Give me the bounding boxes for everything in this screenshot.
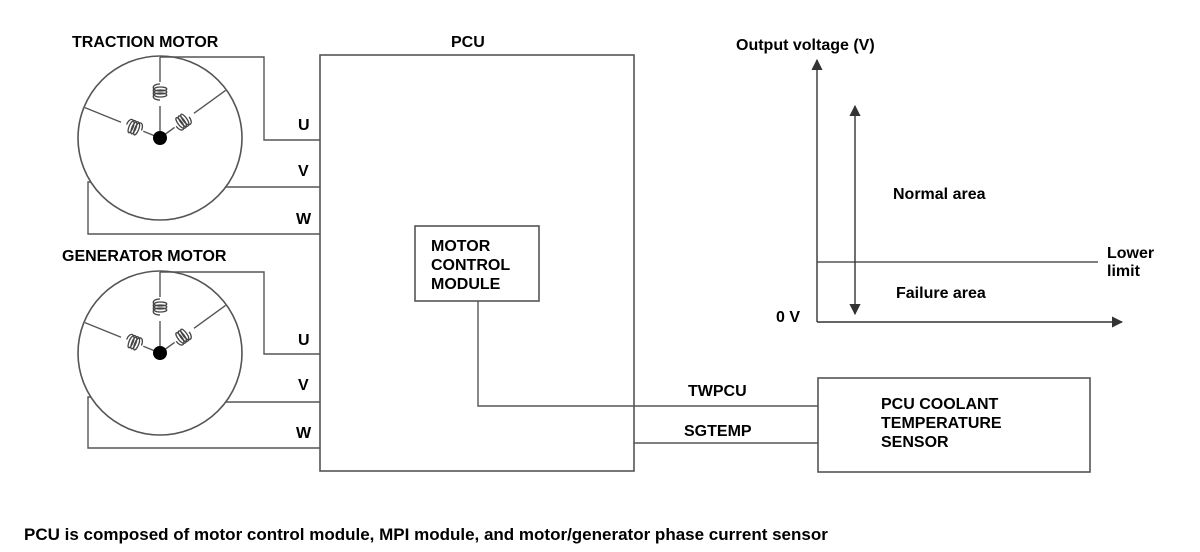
motor-control-module-line2: CONTROL [431, 257, 510, 274]
traction-motor: TRACTION MOTOR U V W [72, 34, 320, 235]
coolant-sensor-line2: TEMPERATURE [881, 415, 1002, 432]
traction-phase-u: U [298, 117, 310, 134]
generator-phase-v: V [298, 377, 309, 394]
twpcu-label: TWPCU [688, 383, 747, 400]
traction-motor-label: TRACTION MOTOR [72, 34, 219, 51]
motor-control-module-box [414, 225, 540, 302]
generator-motor: GENERATOR MOTOR U V W [62, 248, 320, 449]
generator-winding-w [123, 332, 145, 353]
generator-lead-u [160, 271, 320, 355]
generator-winding-u [152, 298, 168, 316]
traction-winding-w [123, 117, 145, 138]
traction-winding-v [171, 110, 194, 133]
sgtemp-label: SGTEMP [684, 423, 752, 440]
traction-phase-v: V [298, 163, 309, 180]
generator-motor-label: GENERATOR MOTOR [62, 248, 227, 265]
generator-neutral-point [153, 346, 167, 360]
coolant-sensor: PCU COOLANT TEMPERATURE SENSOR [817, 377, 1091, 473]
motor-control-module-line1: MOTOR [431, 238, 491, 255]
pcu-label: PCU [451, 34, 485, 51]
pcu-block: PCU MOTOR CONTROL MODULE TWPCU SGTEMP [319, 34, 818, 472]
traction-winding-u [152, 83, 168, 101]
generator-winding-v [171, 325, 194, 348]
lower-limit-label-line2: limit [1107, 263, 1141, 280]
generator-phase-w: W [296, 425, 312, 442]
lower-limit-label-line1: Lower [1107, 245, 1154, 262]
normal-area-label: Normal area [893, 186, 986, 203]
coolant-sensor-box [817, 377, 1091, 473]
generator-phase-u: U [298, 332, 310, 349]
traction-phase-w: W [296, 211, 312, 228]
traction-lead-w [87, 181, 320, 235]
pcu-box [319, 54, 635, 472]
coolant-sensor-line3: SENSOR [881, 434, 949, 451]
traction-lead-u [160, 56, 320, 141]
coolant-sensor-line1: PCU COOLANT [881, 396, 999, 413]
generator-motor-housing [77, 270, 243, 436]
zero-volt-label: 0 V [776, 309, 800, 326]
y-axis-label: Output voltage (V) [736, 37, 875, 54]
twpcu-wire [477, 301, 818, 407]
traction-motor-housing [77, 55, 243, 221]
traction-neutral-point [153, 131, 167, 145]
failure-area-label: Failure area [896, 285, 986, 302]
voltage-graph: Output voltage (V) Normal area Failure a… [736, 37, 1154, 328]
generator-lead-w [87, 396, 320, 449]
motor-control-module-line3: MODULE [431, 276, 501, 293]
caption: PCU is composed of motor control module,… [24, 525, 828, 544]
